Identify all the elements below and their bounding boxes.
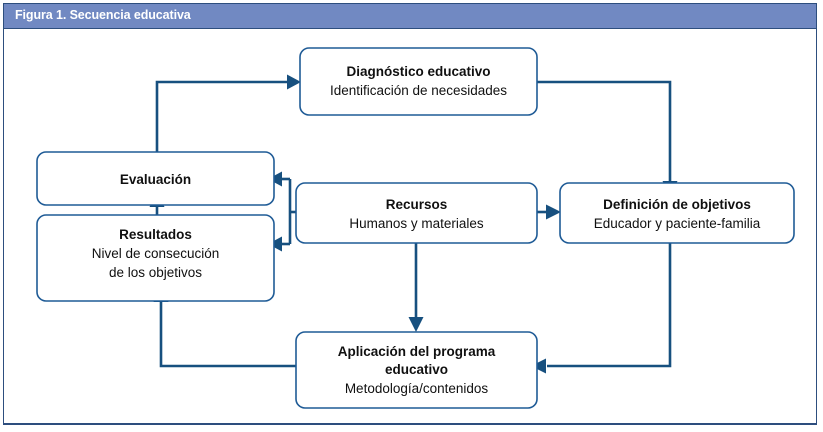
node-aplicacion-box[interactable] (295, 331, 538, 409)
node-resultados-line-1: Resultados (119, 227, 192, 242)
edge-objetivos-to-aplicacion (531, 243, 672, 374)
node-recursos-line-2: Humanos y materiales (349, 216, 484, 231)
node-aplicacion-line-3: Metodología/contenidos (345, 381, 489, 396)
node-objetivos-line-2: Educador y paciente-familia (594, 216, 761, 231)
node-resultados[interactable]: Resultados Nivel de consecución de los o… (36, 214, 275, 302)
edge-evaluacion-to-diagnostico (155, 74, 301, 165)
figure-title: Figura 1. Secuencia educativa (15, 8, 191, 22)
node-resultados-line-2: Nivel de consecución (92, 246, 220, 261)
node-recursos-line-1: Recursos (386, 197, 448, 212)
node-resultados-line-3: de los objetivos (109, 265, 202, 280)
node-evaluacion-label: Evaluación (120, 172, 191, 187)
node-evaluacion[interactable]: Evaluación (36, 151, 275, 206)
edge-diagnostico-to-objetivos (537, 80, 678, 196)
node-evaluacion-box[interactable] (36, 151, 275, 206)
node-recursos-box[interactable] (295, 182, 538, 244)
node-diagnostico-line-1: Diagnóstico educativo (346, 64, 490, 79)
node-definicion-objetivos[interactable]: Definición de objetivos Educador y pacie… (559, 182, 795, 244)
node-diagnostico-educativo[interactable]: Diagnóstico educativo Identificación de … (299, 47, 538, 116)
diagram-canvas: Diagnóstico educativo Identificación de … (4, 29, 816, 424)
edge-recursos-to-aplicacion (408, 243, 424, 332)
figure-frame: Figura 1. Secuencia educativa (3, 3, 817, 425)
edge-recursos-to-objetivos (537, 204, 561, 220)
figure-header-bar: Figura 1. Secuencia educativa (4, 4, 816, 29)
node-diagnostico-line-2: Identificación de necesidades (330, 83, 507, 98)
edge-recursos-to-evaluacion-resultados (268, 171, 296, 252)
node-recursos[interactable]: Recursos Humanos y materiales (295, 182, 538, 244)
node-aplicacion-programa[interactable]: Aplicación del programa educativo Metodo… (295, 331, 538, 409)
node-diagnostico-box[interactable] (299, 47, 538, 116)
node-aplicacion-line-1: Aplicación del programa (338, 344, 496, 359)
node-objetivos-box[interactable] (559, 182, 795, 244)
node-aplicacion-line-2: educativo (385, 362, 448, 377)
node-resultados-box[interactable] (36, 214, 275, 302)
node-objetivos-line-1: Definición de objetivos (603, 197, 751, 212)
figure-bottom-rule (4, 423, 816, 425)
